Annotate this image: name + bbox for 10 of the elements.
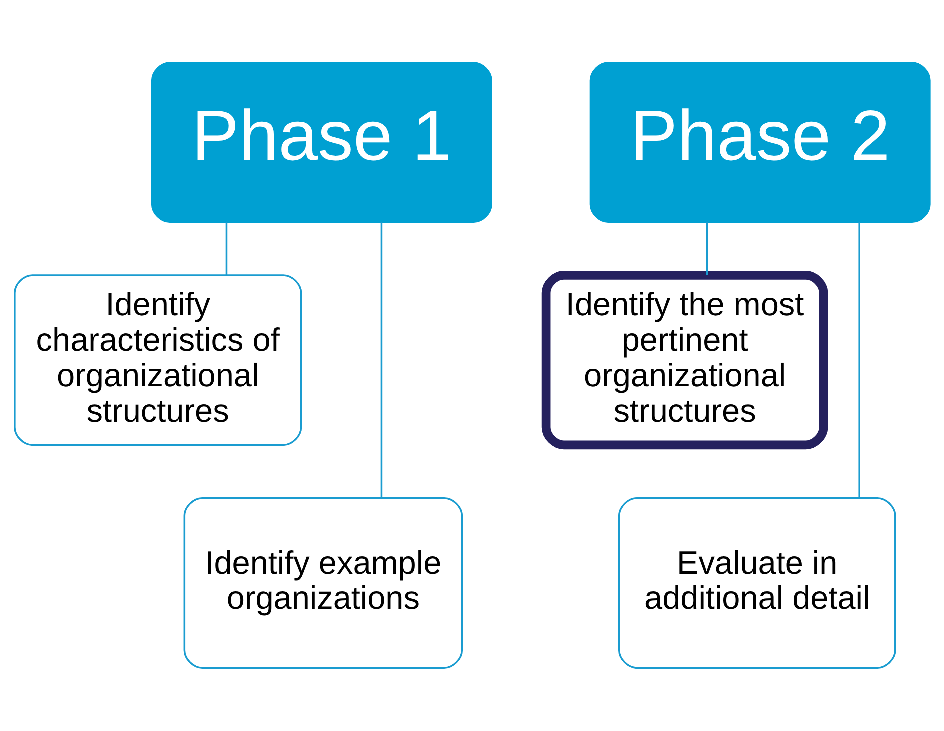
- node-box: Evaluate in additional detail: [618, 497, 896, 669]
- connector: [225, 222, 228, 276]
- connector: [858, 222, 860, 498]
- node-box: Identify characteristics of organizational structures: [14, 274, 302, 446]
- connector: [380, 222, 382, 498]
- node-box: Identify the most pertinent organizational structures: [541, 271, 828, 450]
- node-box: Phase 2: [589, 62, 930, 224]
- node-box: Identify example organizations: [183, 497, 463, 669]
- node-box: Phase 1: [150, 62, 492, 224]
- connector: [706, 222, 708, 276]
